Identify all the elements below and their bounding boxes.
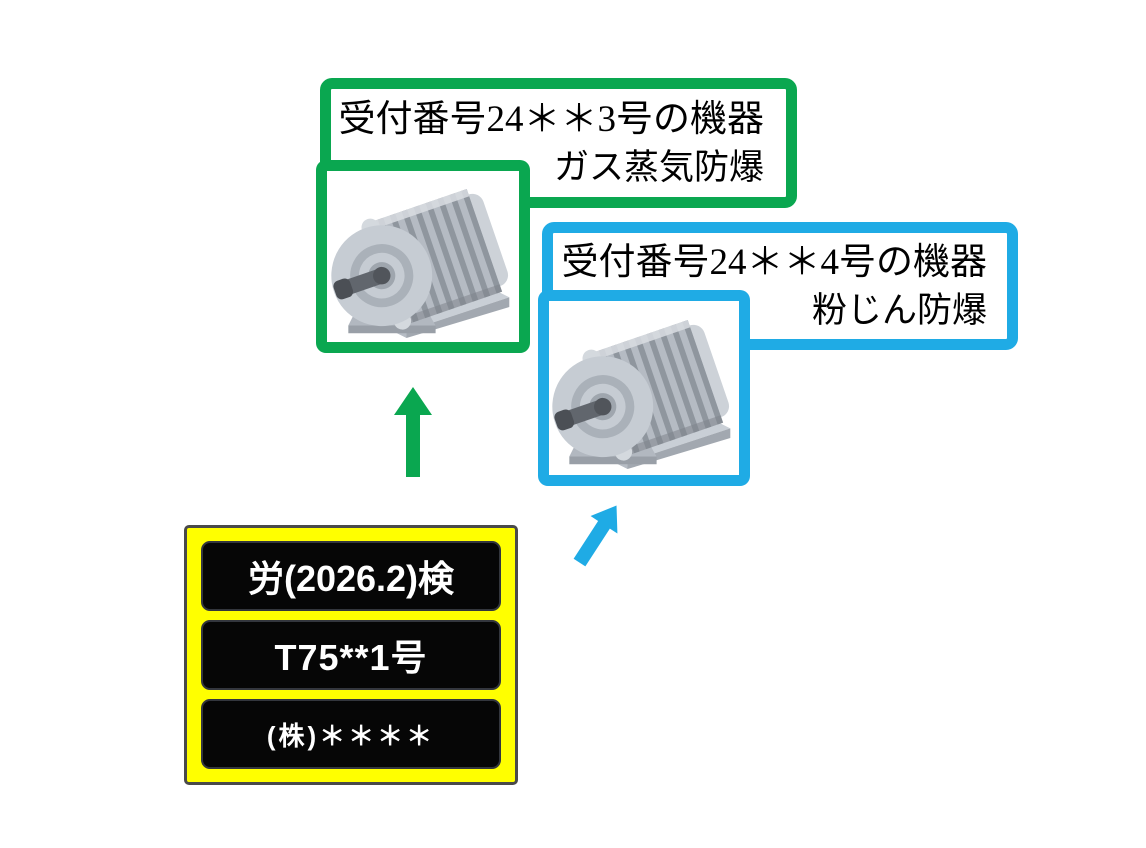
gas-device-motor-box [316, 160, 530, 353]
motor-icon [330, 180, 516, 340]
dust-device-reception-number: 受付番号24＊＊4号の機器 [561, 242, 988, 284]
certificate-number-row: T75**1号 [201, 620, 501, 690]
gas-device-reception-number: 受付番号24＊＊3号の機器 [338, 99, 765, 140]
gas-device-protection-type: ガス蒸気防爆 [553, 148, 764, 187]
manufacturer-row: (株)＊＊＊＊ [201, 699, 501, 769]
dust-device-motor-box [538, 290, 750, 486]
dust-device-protection-type: 粉じん防爆 [811, 290, 987, 330]
up-right-arrow-icon [573, 505, 618, 567]
manufacturer-text: (株)＊＊＊＊ [266, 720, 436, 751]
inspection-label-plate: 労(2026.2)検 T75**1号 (株)＊＊＊＊ [184, 525, 518, 785]
certificate-number-text: T75**1号 [274, 637, 428, 678]
inspection-mark-row: 労(2026.2)検 [201, 541, 501, 611]
motor-icon [551, 311, 737, 471]
up-arrow-icon [394, 387, 432, 477]
inspection-mark-text: 労(2026.2)検 [247, 558, 455, 599]
